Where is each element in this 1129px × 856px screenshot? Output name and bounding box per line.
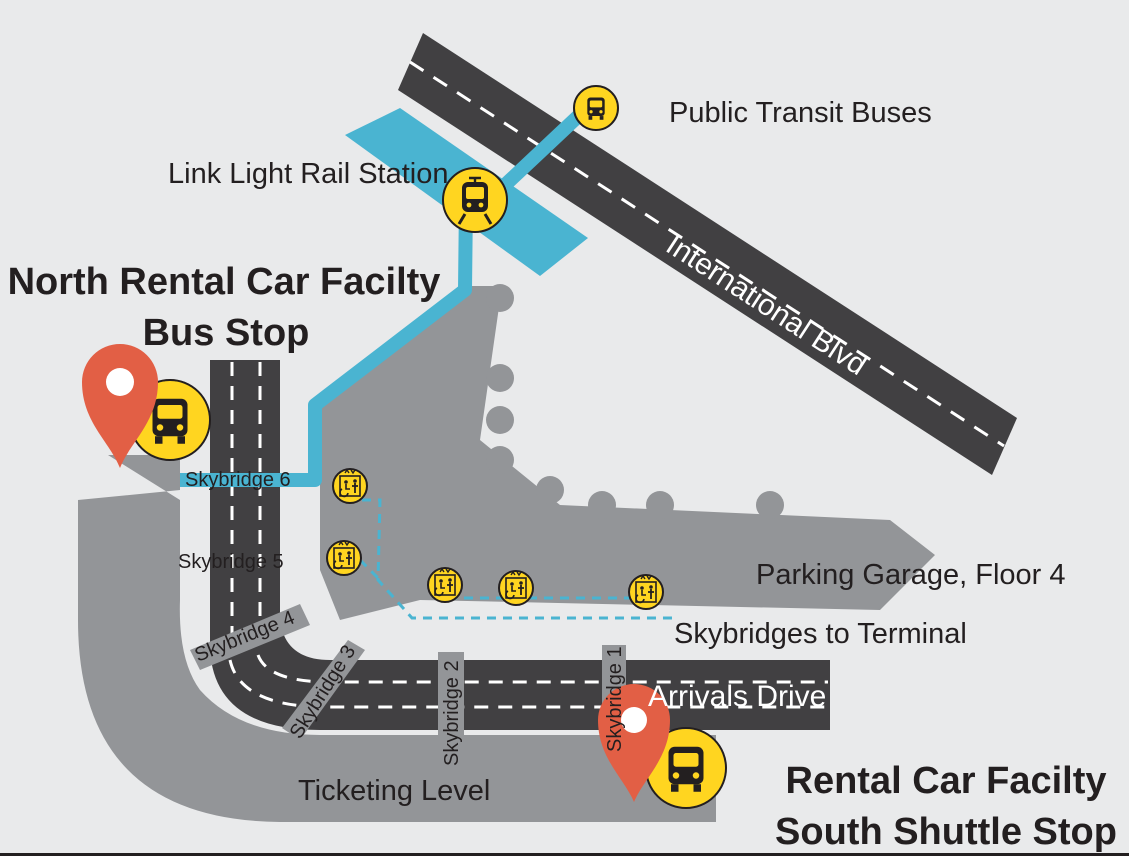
skybridge-1-label: Skybridge 1 [604,646,626,752]
train-icon [442,167,508,233]
skybridge-2-label: Skybridge 2 [441,660,463,766]
transit-route [180,101,672,620]
north-title-line1: North Rental Car Facilty [8,261,441,303]
elevator-icon [427,567,463,603]
elevator-icon [498,570,534,606]
skybridge-6-label: Skybridge 6 [185,469,291,491]
bottom-rule [0,853,1129,856]
parking-garage [320,284,935,620]
parking-garage-label: Parking Garage, Floor 4 [756,559,1065,591]
skybridges-terminal-label: Skybridges to Terminal [674,618,967,650]
south-title-line1: Rental Car Facilty [786,760,1107,802]
light-rail-label: Link Light Rail Station [168,158,449,190]
arrivals-drive-label: Arrivals Drive [648,680,826,713]
elevator-icon [332,468,368,504]
north-vertical-road [210,360,280,660]
skybridge-strips [190,604,626,772]
skybridge-5-label: Skybridge 5 [178,551,284,573]
north-title-line2: Bus Stop [143,312,310,354]
south-title-line2: South Shuttle Stop [775,811,1117,853]
map-pin-icon [598,684,670,802]
bus-icon [573,85,619,131]
ticketing-level-building [78,455,716,822]
ticketing-level-label: Ticketing Level [298,775,490,807]
map-pin-icon [82,344,158,468]
public-transit-label: Public Transit Buses [669,97,932,129]
elevator-icon [326,540,362,576]
elevator-icon [628,574,664,610]
